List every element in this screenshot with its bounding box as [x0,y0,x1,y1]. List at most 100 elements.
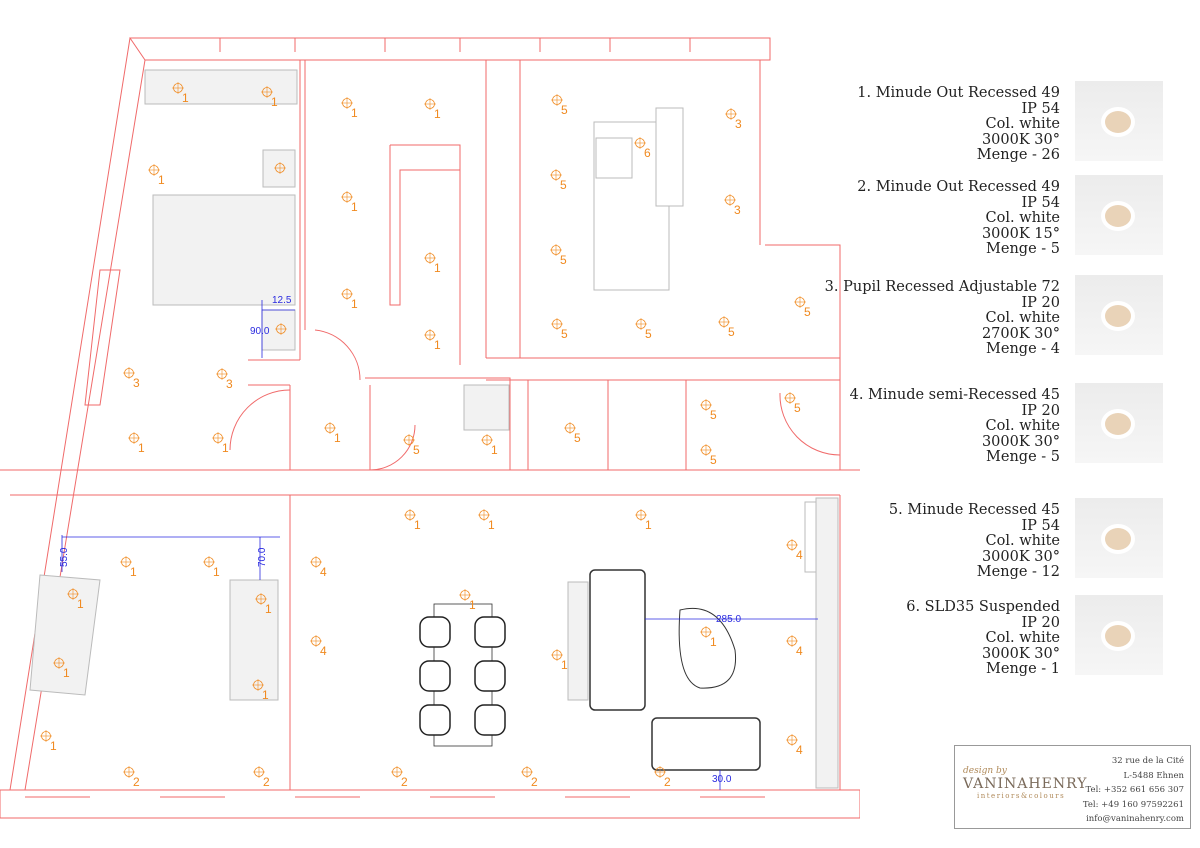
legend-ip: IP 20 [1021,402,1060,419]
phone-1: Tel: +352 661 656 307 [1085,785,1184,795]
city-line: L-5488 Ehnen [1123,770,1184,781]
fixture-number: 1 [469,598,476,612]
fixture-number: 1 [213,565,220,579]
fixture-number: 5 [413,443,420,457]
fixture-number: 2 [133,775,140,789]
light-fixture: 1 [424,252,441,275]
light-fixture: 3 [216,368,233,391]
light-fixture: 1 [459,589,476,612]
fixture-number: 1 [77,597,84,611]
fixture-number: 6 [644,146,651,160]
legend-temp: 3000K 30° [981,645,1060,662]
company-logo: design by VANINAHENRY interiors&colours [963,766,1088,800]
legend-color: Col. white [985,210,1060,226]
phone-2: Tel: +49 160 97592261 [1082,799,1184,810]
light-fixture: 4 [786,635,803,658]
dimension-label: 70.0 [257,547,268,567]
light-fixture: 4 [310,556,327,579]
light-fixture: 1 [67,588,84,611]
light-fixture: 1 [255,593,272,616]
light-fixture: 5 [550,169,567,192]
fixture-number: 1 [351,297,358,311]
fixture-number: 3 [226,377,233,391]
fixture-number: 5 [728,325,735,339]
fixture-number: 4 [320,644,327,658]
legend-title: 4. Minude semi-Recessed 45 [849,387,1060,403]
light-fixture: 5 [551,318,568,341]
fixture-number: 1 [491,443,498,457]
light-fixture: 5 [718,316,735,339]
legend-temp: 3000K 30° [981,433,1060,450]
light-fixture: 1 [481,434,498,457]
legend-qty: Menge - 4 [986,341,1060,357]
address-line: 32 rue de la Cité [1111,756,1184,766]
fixture-number: 5 [645,327,652,341]
fixture-number: 5 [574,431,581,445]
contact-address: 32 rue de la Cité L-5488 Ehnen Tel: +352… [1083,754,1184,827]
fixture-number: 5 [561,103,568,117]
logo-script: design by [963,766,1007,776]
light-fixture: 1 [324,422,341,445]
dimension-label: 285.0 [716,614,741,625]
dining-chair [419,660,451,692]
fixture-photo [1075,498,1163,578]
light-fixture: 1 [700,626,717,649]
email-link[interactable]: info@vaninahenry.com [1086,814,1184,824]
light-fixture: 4 [786,539,803,562]
light-fixture: 3 [725,108,742,131]
fixture-number: 1 [222,441,229,455]
light-fixture: 4 [310,635,327,658]
light-fixture: 1 [478,509,495,532]
dining-chair [474,704,506,736]
legend-color: Col. white [985,630,1060,646]
furniture [29,69,839,789]
light-fixture: 2 [253,766,270,789]
fixture-number: 4 [320,565,327,579]
light-fixture: 6 [634,137,651,160]
fixture-number: 1 [710,635,717,649]
fixture-number: 1 [63,666,70,680]
light-fixture: 3 [724,194,741,217]
legend-title: 2. Minude Out Recessed 49 [857,179,1060,195]
fixture-number: 5 [560,253,567,267]
light-fixture [275,323,287,335]
dining-chair [474,660,506,692]
contact-box: design by VANINAHENRY interiors&colours … [954,745,1191,829]
light-fixture: 1 [341,288,358,311]
legend-title: 3. Pupil Recessed Adjustable 72 [824,279,1060,295]
fixture-number: 1 [561,658,568,672]
logo-tagline: interiors&colours [977,792,1066,800]
light-fixture: 1 [551,649,568,672]
light-fixture: 1 [40,730,57,753]
fixture-photo [1075,81,1163,161]
logo-name: VANINAHENRY [963,776,1088,792]
legend-temp: 2700K 30° [981,325,1060,342]
fixture-photo [1075,595,1163,675]
light-fixture: 5 [564,422,581,445]
light-fixture: 5 [700,399,717,422]
fixture-number: 5 [710,453,717,467]
light-fixture: 1 [120,556,137,579]
light-fixture: 1 [212,432,229,455]
fixture-number: 1 [271,95,278,109]
light-fixture: 1 [53,657,70,680]
light-fixture: 1 [128,432,145,455]
light-fixture: 5 [551,94,568,117]
light-fixture [274,162,286,174]
fixture-number: 1 [182,91,189,105]
light-fixture: 1 [404,509,421,532]
fixture-photo [1075,275,1163,355]
fixture-number: 2 [664,775,671,789]
fixture-number: 5 [710,408,717,422]
dimension-label: 90.0 [250,326,270,337]
light-fixture: 1 [148,164,165,187]
fixture-number: 3 [133,376,140,390]
fixture-number: 3 [735,117,742,131]
fixture-number: 1 [334,431,341,445]
fixture-number: 2 [263,775,270,789]
fixture-number: 2 [401,775,408,789]
fixture-number: 5 [804,305,811,319]
